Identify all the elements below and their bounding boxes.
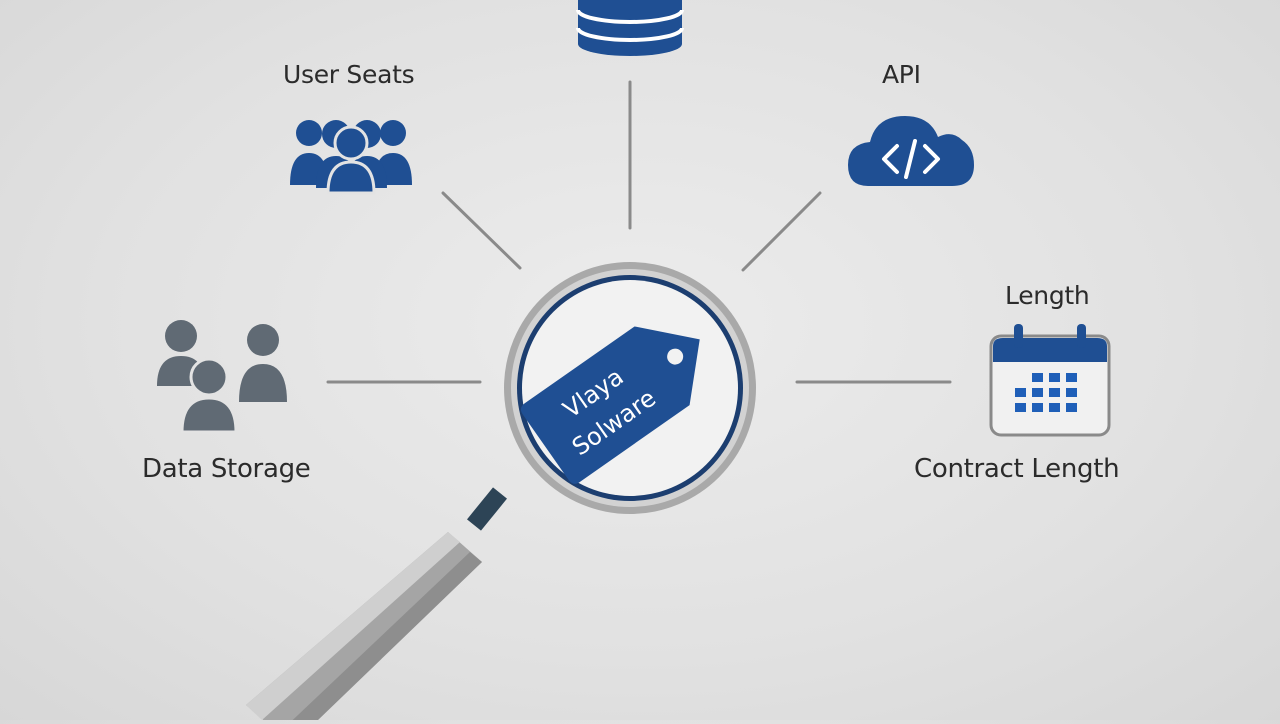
calendar-icon [989, 324, 1111, 437]
length-label: Length [1005, 281, 1090, 310]
database-icon [576, 0, 684, 56]
data-storage-label: Data Storage [142, 454, 311, 484]
connector-user-seats [441, 191, 522, 270]
cloud-code-icon [848, 116, 974, 186]
api-label: API [882, 60, 921, 89]
magnifying-glass-icon [246, 262, 756, 724]
user-seats-label: User Seats [283, 60, 415, 89]
contract-length-label: Contract Length [914, 454, 1120, 484]
connectors [326, 80, 952, 384]
people-icon [157, 320, 287, 434]
connector-api [741, 191, 822, 272]
people-group-icon [290, 120, 412, 195]
